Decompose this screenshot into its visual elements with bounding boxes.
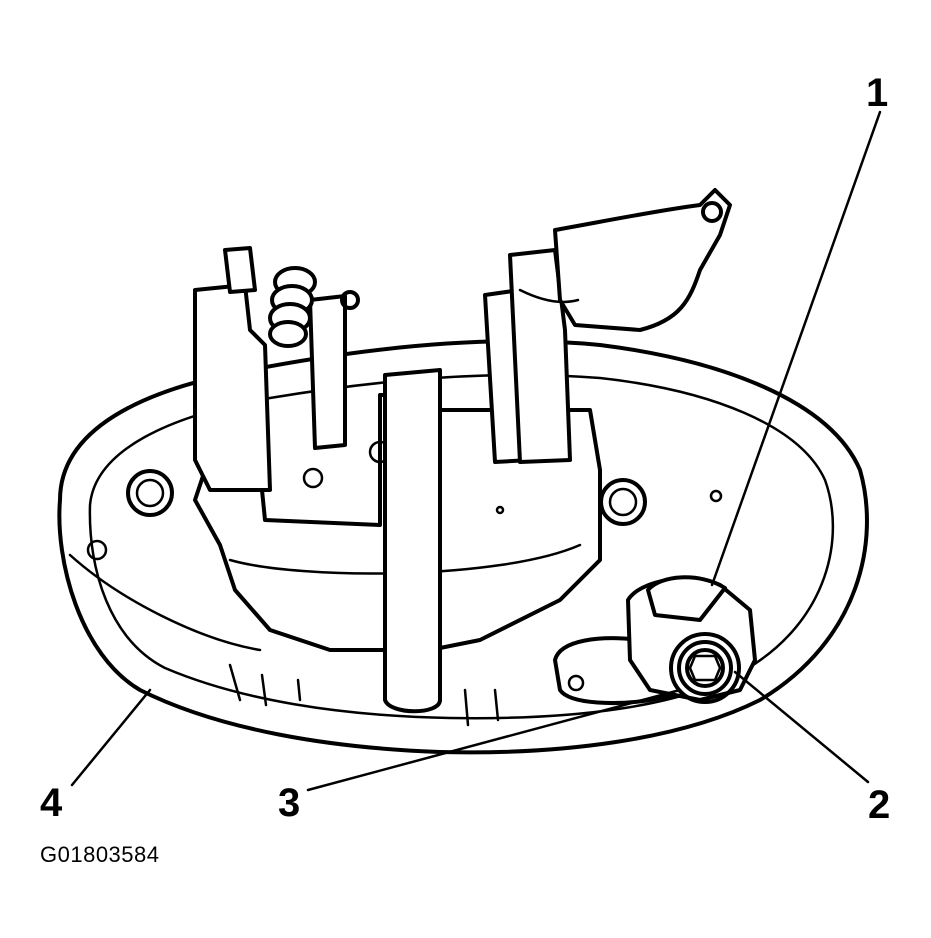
callout-2: 2	[868, 783, 890, 827]
figure-code: G01803584	[40, 842, 160, 867]
callout-1: 1	[866, 71, 888, 115]
spring-bracket	[193, 246, 360, 492]
leader-line-3	[306, 688, 682, 792]
coil-spring	[268, 266, 317, 348]
leader-line-2	[733, 670, 870, 784]
rod-bracket	[483, 188, 732, 464]
lock-cylinder-lever	[553, 575, 757, 705]
leader-lines	[70, 110, 882, 792]
leader-line-4	[70, 688, 152, 787]
callout-3: 3	[278, 781, 300, 825]
callout-4: 4	[40, 781, 63, 825]
leader-line-1	[710, 110, 882, 587]
lock-cylinder-shaft	[685, 648, 725, 688]
